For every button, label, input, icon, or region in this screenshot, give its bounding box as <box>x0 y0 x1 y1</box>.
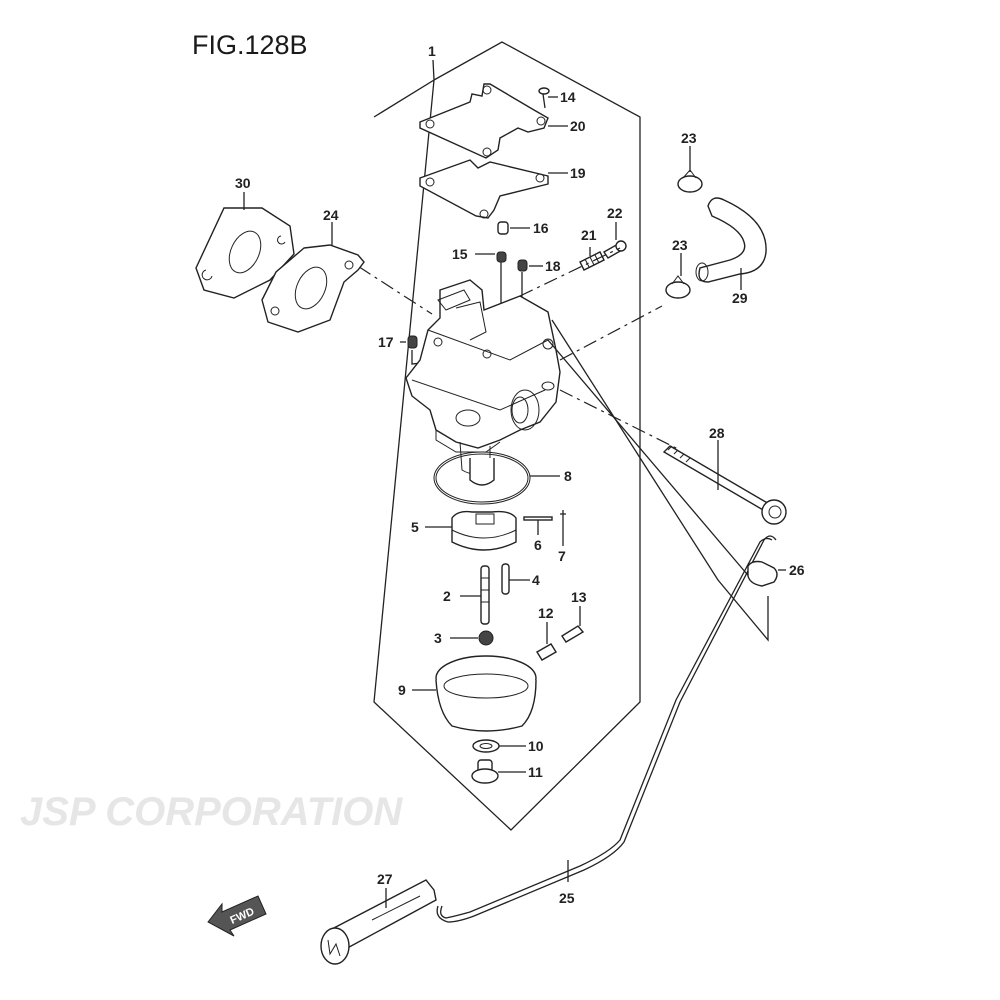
part-label-6[interactable]: 6 <box>534 537 542 553</box>
part-2-needle-jet <box>480 565 490 625</box>
part-15-plug <box>496 251 507 263</box>
part-label-5[interactable]: 5 <box>411 519 419 535</box>
part-24-gasket <box>261 244 365 333</box>
part-label-22[interactable]: 22 <box>607 205 623 221</box>
carburetor-body <box>405 279 561 475</box>
part-label-10[interactable]: 10 <box>528 738 544 754</box>
part-20-plate <box>419 83 549 159</box>
part-6-pin <box>523 516 553 521</box>
part-4-slow-jet <box>501 563 510 595</box>
part-14-screw <box>538 87 550 109</box>
part-5-float <box>451 510 517 551</box>
part-label-30[interactable]: 30 <box>235 175 251 191</box>
part-18-plug <box>517 259 528 272</box>
part-30-insulator <box>195 207 295 299</box>
part-label-28[interactable]: 28 <box>709 425 725 441</box>
part-label-8[interactable]: 8 <box>564 468 572 484</box>
part-label-26[interactable]: 26 <box>789 562 805 578</box>
part-27-choke-knob <box>320 879 437 965</box>
part-23-clip-upper <box>677 169 703 193</box>
part-label-7[interactable]: 7 <box>558 548 566 564</box>
part-label-23-upper[interactable]: 23 <box>681 130 697 146</box>
part-9-float-chamber <box>435 655 537 732</box>
part-16-plug <box>497 221 509 235</box>
part-3-main-jet <box>478 630 494 646</box>
part-label-17[interactable]: 17 <box>378 334 394 350</box>
part-label-2[interactable]: 2 <box>443 588 451 604</box>
part-7-needle <box>560 510 566 524</box>
part-29-hose <box>695 197 767 283</box>
part-28-bolt <box>662 445 787 525</box>
part-label-23-lower[interactable]: 23 <box>672 237 688 253</box>
part-label-20[interactable]: 20 <box>570 118 586 134</box>
figure-title: FIG.128B <box>192 30 308 60</box>
part-label-25[interactable]: 25 <box>559 890 575 906</box>
part-label-4[interactable]: 4 <box>532 572 540 588</box>
part-label-16[interactable]: 16 <box>533 220 549 236</box>
part-21-spring <box>579 251 605 271</box>
part-label-11[interactable]: 11 <box>528 764 543 780</box>
part-label-27[interactable]: 27 <box>377 871 393 887</box>
part-26-clamp <box>747 560 778 587</box>
part-label-13[interactable]: 13 <box>571 589 587 605</box>
part-label-21[interactable]: 21 <box>581 227 597 243</box>
part-10-gasket <box>472 739 500 753</box>
fwd-arrow-icon <box>207 895 267 937</box>
part-13-screw <box>561 625 585 643</box>
part-label-29[interactable]: 29 <box>732 290 748 306</box>
part-12-spring <box>536 643 557 661</box>
part-label-24[interactable]: 24 <box>323 207 339 223</box>
watermark-text: JSP CORPORATION <box>20 790 403 834</box>
part-19-gasket <box>419 159 549 219</box>
part-11-drain-bolt <box>471 759 499 784</box>
part-label-14[interactable]: 14 <box>560 89 576 105</box>
part-label-15[interactable]: 15 <box>452 246 468 262</box>
part-label-12[interactable]: 12 <box>538 605 554 621</box>
part-label-18[interactable]: 18 <box>545 258 561 274</box>
part-25-choke-rod <box>436 535 777 923</box>
part-22-screw <box>603 240 627 259</box>
part-label-19[interactable]: 19 <box>570 165 586 181</box>
part-label-3[interactable]: 3 <box>434 630 442 646</box>
part-17-plug <box>407 335 418 349</box>
assembly-frame <box>373 41 641 831</box>
part-23-clip-lower <box>665 275 691 299</box>
part-8-o-ring <box>433 451 531 505</box>
part-label-9[interactable]: 9 <box>398 682 406 698</box>
part-label-1[interactable]: 1 <box>428 43 436 59</box>
